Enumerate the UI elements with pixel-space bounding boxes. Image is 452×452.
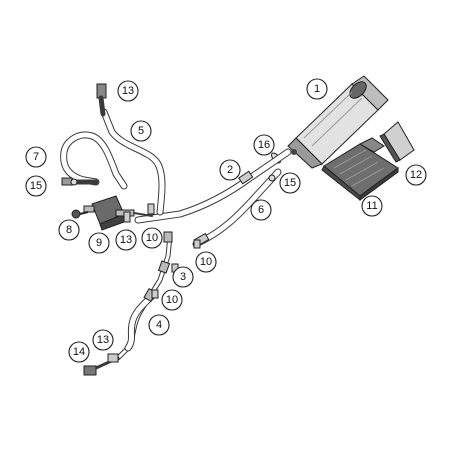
callout-9-label: 9 [96, 237, 102, 249]
callout-12-label: 12 [410, 169, 422, 181]
callout-6: 6 [250, 199, 272, 221]
hose-7-part [60, 131, 128, 190]
callout-15-a: 15 [25, 175, 47, 197]
callout-13-b: 13 [115, 229, 137, 251]
callout-1: 1 [306, 78, 328, 100]
hose-2-part [134, 148, 292, 224]
callout-11: 11 [361, 195, 383, 217]
callout-7: 7 [25, 146, 47, 168]
callout-4: 4 [148, 314, 170, 336]
callout-10-b: 10 [195, 251, 217, 273]
canister-bracket-part [321, 137, 399, 202]
purge-valve-part [83, 195, 153, 231]
callout-5: 5 [130, 120, 152, 142]
callout-13-c: 13 [92, 329, 114, 351]
callout-13-c-label: 13 [97, 334, 109, 346]
callout-2: 2 [219, 159, 241, 181]
callout-13-a: 13 [117, 80, 139, 102]
callout-13-a-label: 13 [122, 85, 134, 97]
callout-12: 12 [405, 164, 427, 186]
callout-15-b: 15 [279, 172, 301, 194]
callout-15-a-label: 15 [30, 180, 42, 192]
canister-part [287, 75, 389, 169]
callout-15-b-label: 15 [284, 177, 296, 189]
callout-2-label: 2 [227, 164, 233, 176]
fitting-14-part [83, 353, 120, 376]
callout-8: 8 [58, 219, 80, 241]
callout-5-label: 5 [138, 125, 144, 137]
callout-3: 3 [172, 266, 194, 288]
callout-11-label: 11 [366, 200, 377, 212]
callout-3-label: 3 [180, 271, 186, 283]
rubber-pad-part [379, 121, 415, 163]
callout-14-label: 14 [73, 346, 85, 358]
callout-13-b-label: 13 [120, 234, 132, 246]
callout-1-label: 1 [314, 83, 320, 95]
hose-5-part [96, 83, 166, 216]
callout-10-c-label: 10 [166, 294, 178, 306]
callout-6-label: 6 [258, 204, 264, 216]
callout-4-label: 4 [156, 319, 162, 331]
callout-10-c: 10 [161, 289, 183, 311]
callout-16: 16 [253, 134, 275, 156]
callout-10-a: 10 [141, 227, 163, 249]
callout-8-label: 8 [66, 224, 72, 236]
callout-10-a-label: 10 [146, 232, 158, 244]
callout-7-label: 7 [33, 151, 39, 163]
callout-14: 14 [68, 341, 90, 363]
callout-16-label: 16 [258, 139, 270, 151]
callout-10-b-label: 10 [200, 256, 212, 268]
callout-9: 9 [88, 232, 110, 254]
screw-part [71, 209, 89, 219]
